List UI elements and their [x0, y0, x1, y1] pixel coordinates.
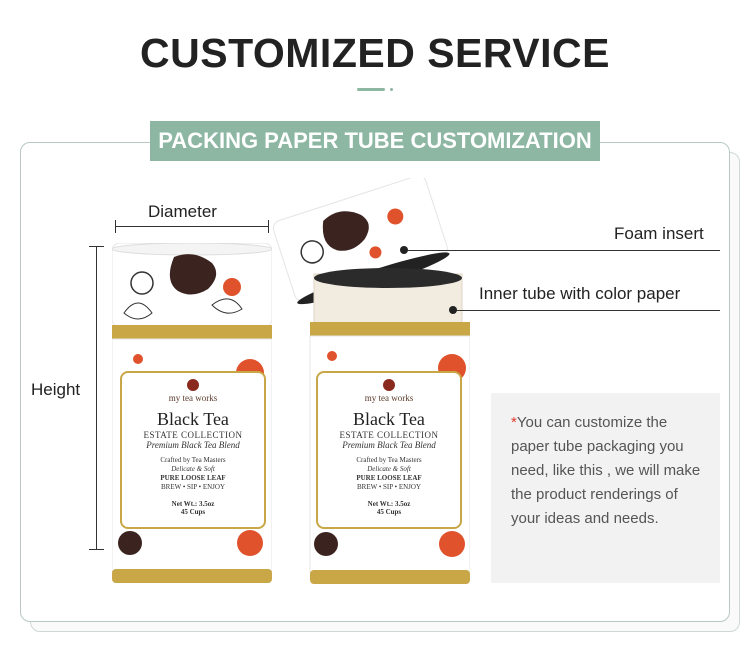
divider-dot — [390, 88, 393, 91]
inner-tube-marker — [449, 306, 457, 314]
diameter-tick-left — [115, 220, 116, 233]
tea-label-left: my tea works Black Tea ESTATE COLLECTION… — [120, 371, 266, 529]
foam-insert-marker — [400, 246, 408, 254]
flower-pattern-3 — [237, 530, 263, 556]
product-weight: Net Wt.: 3.5oz — [367, 500, 411, 508]
height-line — [96, 246, 97, 549]
brand-logo-icon — [383, 379, 395, 391]
flower-pattern-2 — [118, 531, 142, 555]
flower-pattern-open-3 — [439, 531, 465, 557]
diameter-tick-right — [268, 220, 269, 233]
leaf-pattern — [123, 302, 153, 320]
diameter-line — [115, 226, 268, 227]
product-name: Black Tea — [353, 409, 425, 429]
orange-fruit-pattern — [223, 278, 241, 296]
note-asterisk: * — [511, 414, 517, 431]
product-collection: ESTATE COLLECTION — [339, 430, 439, 440]
product-crafted: Crafted by Tea Masters — [356, 456, 422, 464]
section-banner: PACKING PAPER TUBE CUSTOMIZATION — [150, 121, 600, 161]
bottom-gold-band-open — [310, 570, 470, 584]
height-label: Height — [31, 380, 81, 399]
product-leaf: PURE LOOSE LEAF — [356, 474, 422, 482]
inner-tube-opening — [314, 268, 462, 288]
inner-tube-label: Inner tube with color paper — [479, 284, 681, 303]
product-steps: BREW • SIP • ENJOY — [356, 483, 422, 491]
teapot-pattern — [169, 254, 217, 295]
product-quality: Delicate & Soft — [171, 465, 215, 473]
product-cups: 45 Cups — [376, 508, 402, 516]
divider-line — [357, 88, 385, 91]
flower-pattern-open-2 — [314, 532, 338, 556]
brand-name: my tea works — [168, 393, 218, 403]
product-steps: BREW • SIP • ENJOY — [160, 483, 226, 491]
product-name: Black Tea — [157, 409, 229, 429]
lemon-slice-pattern — [130, 271, 154, 295]
height-tick-bottom — [89, 549, 104, 550]
foam-insert-line — [404, 250, 720, 251]
leaf-pattern-2 — [211, 298, 243, 314]
berry-pattern-open — [327, 351, 337, 361]
title-divider — [357, 88, 394, 91]
customization-note: *You can customize the paper tube packag… — [491, 393, 720, 583]
gold-band — [112, 325, 272, 339]
height-tick-top — [89, 246, 104, 247]
product-crafted: Crafted by Tea Masters — [160, 456, 226, 464]
foam-insert-label: Foam insert — [614, 224, 704, 243]
tea-label-right: my tea works Black Tea ESTATE COLLECTION… — [316, 371, 462, 529]
diameter-label: Diameter — [148, 202, 217, 221]
page-title: CUSTOMIZED SERVICE — [140, 30, 610, 76]
berry-pattern — [133, 354, 143, 364]
product-blend: Premium Black Tea Blend — [342, 440, 436, 450]
note-text: You can customize the paper tube packagi… — [511, 414, 701, 527]
gold-band-open — [310, 322, 470, 336]
inner-tube-line — [453, 310, 720, 311]
bottom-gold-band — [112, 569, 272, 583]
product-quality: Delicate & Soft — [367, 465, 411, 473]
product-cups: 45 Cups — [180, 508, 206, 516]
product-leaf: PURE LOOSE LEAF — [160, 474, 226, 482]
product-collection: ESTATE COLLECTION — [143, 430, 243, 440]
lid-top — [112, 243, 272, 256]
product-blend: Premium Black Tea Blend — [146, 440, 240, 450]
brand-logo-icon — [187, 379, 199, 391]
product-weight: Net Wt.: 3.5oz — [171, 500, 215, 508]
brand-name: my tea works — [364, 393, 414, 403]
